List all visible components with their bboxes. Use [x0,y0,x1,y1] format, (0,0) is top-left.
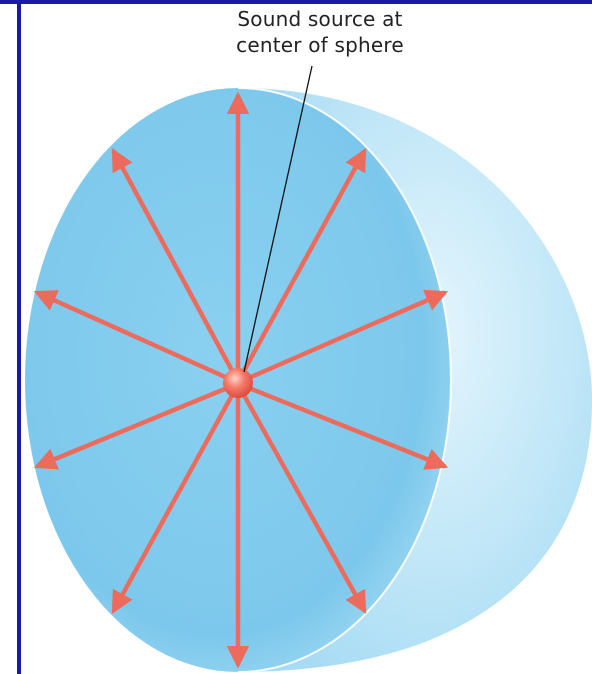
frame-left-border [17,0,21,674]
sound-wave-arrows [33,91,449,669]
arrow-left-up [33,290,235,383]
sound-source-label-line1: Sound source at [237,7,403,31]
sound-source-label: Sound source at center of sphere [190,6,450,58]
arrow-lower-right [237,385,367,614]
arrow-lower-left [111,385,239,614]
arrow-left-down [33,383,235,470]
sound-source-label-line2: center of sphere [236,33,404,57]
arrow-upper-left [111,148,239,381]
label-leader-line [243,65,313,373]
arrow-right-up [241,289,449,383]
arrow-upper-right [237,148,367,381]
sphere-rim-highlight [237,87,452,673]
frame-top-border [0,0,592,4]
sound-source-point [223,368,253,398]
arrow-right-down [241,383,449,470]
